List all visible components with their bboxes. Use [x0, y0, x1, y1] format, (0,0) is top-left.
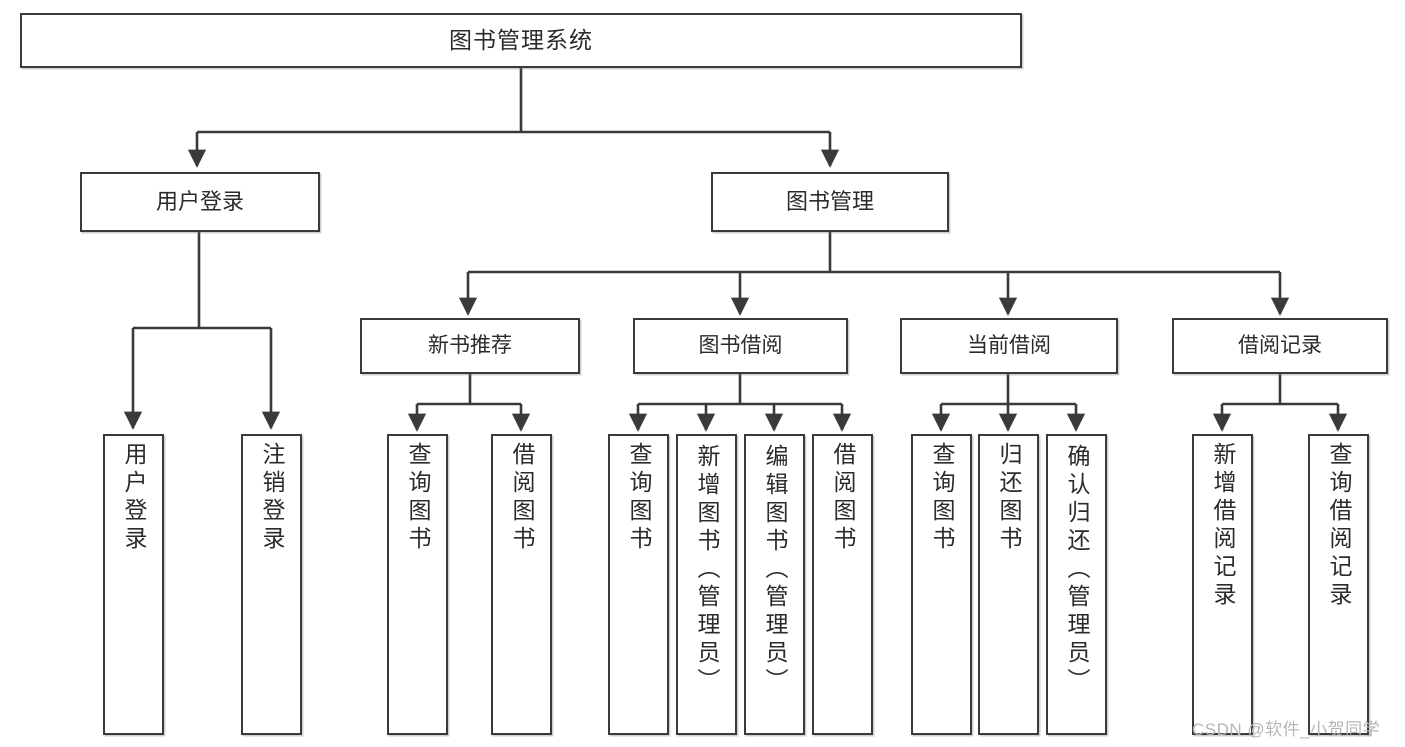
leaf-book-borrow-edit-label: 编辑图书（管理员）: [762, 444, 788, 696]
node-book-borrow[interactable]: 图书借阅: [633, 318, 848, 374]
leaf-book-borrow-borrow[interactable]: 借阅图书: [812, 434, 873, 735]
node-root[interactable]: 图书管理系统: [20, 13, 1022, 68]
node-book-manage[interactable]: 图书管理: [711, 172, 949, 232]
leaf-new-book-borrow-label: 借阅图书: [509, 442, 535, 554]
leaf-book-borrow-edit[interactable]: 编辑图书（管理员）: [744, 434, 805, 735]
leaf-current-borrow-query[interactable]: 查询图书: [911, 434, 972, 735]
leaf-borrow-record-add[interactable]: 新增借阅记录: [1192, 434, 1253, 735]
leaf-user-login-signin-label: 用户登录: [121, 442, 147, 554]
node-new-book-recommend[interactable]: 新书推荐: [360, 318, 580, 374]
node-borrow-record[interactable]: 借阅记录: [1172, 318, 1388, 374]
leaf-book-borrow-query[interactable]: 查询图书: [608, 434, 669, 735]
leaf-new-book-query-label: 查询图书: [405, 442, 431, 554]
leaf-new-book-query[interactable]: 查询图书: [387, 434, 448, 735]
leaf-book-borrow-query-label: 查询图书: [626, 442, 652, 554]
node-user-login-label: 用户登录: [155, 189, 244, 215]
leaf-current-borrow-return-label: 归还图书: [996, 442, 1022, 554]
leaf-book-borrow-add-label: 新增图书（管理员）: [694, 444, 720, 696]
leaf-current-borrow-confirm-label: 确认归还（管理员）: [1064, 444, 1090, 696]
leaf-user-login-signout[interactable]: 注销登录: [241, 434, 302, 735]
leaf-new-book-borrow[interactable]: 借阅图书: [491, 434, 552, 735]
leaf-borrow-record-query[interactable]: 查询借阅记录: [1308, 434, 1369, 735]
leaf-current-borrow-query-label: 查询图书: [929, 442, 955, 554]
leaf-borrow-record-add-label: 新增借阅记录: [1210, 442, 1236, 610]
node-root-label: 图书管理系统: [449, 27, 593, 54]
leaf-book-borrow-borrow-label: 借阅图书: [830, 442, 856, 554]
leaf-book-borrow-add[interactable]: 新增图书（管理员）: [676, 434, 737, 735]
node-book-borrow-label: 图书借阅: [698, 333, 783, 357]
node-borrow-record-label: 借阅记录: [1238, 333, 1322, 357]
node-new-book-recommend-label: 新书推荐: [428, 333, 512, 357]
node-current-borrow[interactable]: 当前借阅: [900, 318, 1118, 374]
node-user-login[interactable]: 用户登录: [80, 172, 320, 232]
leaf-current-borrow-return[interactable]: 归还图书: [978, 434, 1039, 735]
leaf-current-borrow-confirm[interactable]: 确认归还（管理员）: [1046, 434, 1107, 735]
csdn-watermark: CSDN @软件_小贺同学: [1192, 720, 1381, 739]
leaf-user-login-signin[interactable]: 用户登录: [103, 434, 164, 735]
node-current-borrow-label: 当前借阅: [967, 333, 1051, 357]
leaf-borrow-record-query-label: 查询借阅记录: [1326, 442, 1352, 610]
node-book-manage-label: 图书管理: [785, 189, 874, 215]
leaf-user-login-signout-label: 注销登录: [259, 442, 285, 554]
